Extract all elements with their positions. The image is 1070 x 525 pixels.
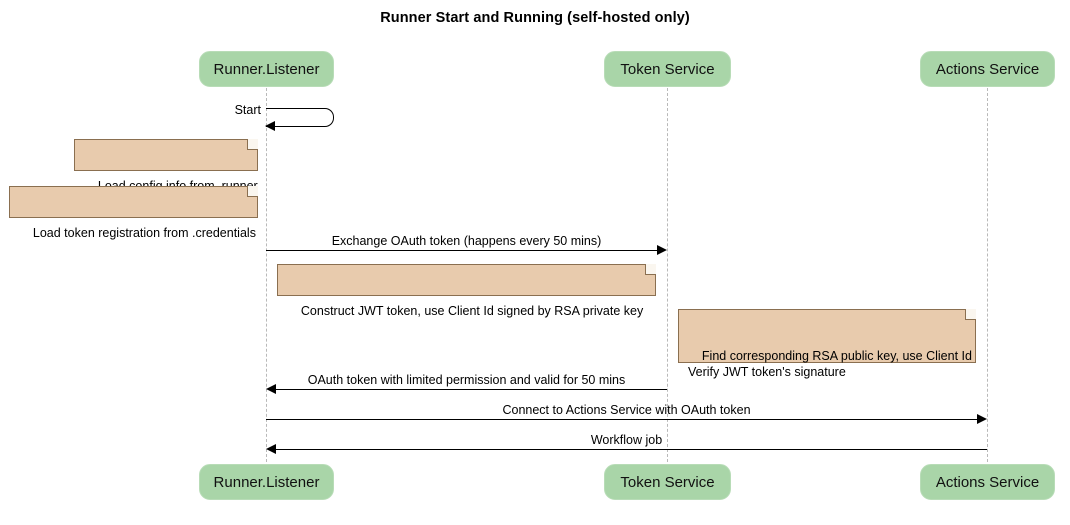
lifeline-runner	[266, 88, 267, 462]
note-verify-jwt: Find corresponding RSA public key, use C…	[678, 309, 976, 379]
message-label-connect-actions-service: Connect to Actions Service with OAuth to…	[502, 403, 751, 417]
message-arrowhead-workflow-job	[266, 444, 276, 454]
participant-label: Token Service	[620, 61, 715, 78]
message-arrowhead-connect-actions-service	[977, 414, 987, 424]
note-text: Load token registration from .credential…	[32, 226, 256, 240]
participant-token-top[interactable]: Token Service	[604, 51, 731, 87]
note-text: Construct JWT token, use Client Id signe…	[300, 304, 644, 318]
message-line-connect-actions-service	[266, 419, 977, 420]
note-fold-icon	[965, 309, 976, 320]
participant-token-bottom[interactable]: Token Service	[604, 464, 731, 500]
note-text: Find corresponding RSA public key, use C…	[688, 349, 972, 379]
diagram-title: Runner Start and Running (self-hosted on…	[380, 10, 690, 26]
message-arrowhead-start	[265, 121, 275, 131]
note-load-token-registration: Load token registration from .credential…	[9, 186, 258, 240]
message-arrowhead-exchange-oauth-token	[657, 245, 667, 255]
participant-runner-top[interactable]: Runner.Listener	[199, 51, 334, 87]
participant-label: Token Service	[620, 474, 715, 491]
message-label-workflow-job: Workflow job	[590, 433, 663, 447]
note-fold-icon	[645, 264, 656, 275]
message-label-exchange-oauth-token: Exchange OAuth token (happens every 50 m…	[331, 234, 602, 248]
participant-label: Runner.Listener	[213, 61, 320, 78]
participant-label: Runner.Listener	[213, 474, 320, 491]
message-line-workflow-job	[276, 449, 987, 450]
lifeline-actions	[987, 88, 988, 462]
participant-label: Actions Service	[935, 474, 1040, 491]
note-construct-jwt: Construct JWT token, use Client Id signe…	[277, 264, 656, 318]
message-arrowhead-oauth-token-response	[266, 384, 276, 394]
message-label-start: Start	[234, 103, 261, 117]
note-fold-icon	[247, 139, 258, 150]
message-line-oauth-token-response	[276, 389, 667, 390]
message-line-exchange-oauth-token	[266, 250, 657, 251]
note-load-config: Load config info from .runner	[74, 139, 258, 193]
participant-actions-bottom[interactable]: Actions Service	[920, 464, 1055, 500]
lifeline-token	[667, 88, 668, 462]
message-label-oauth-token-response: OAuth token with limited permission and …	[307, 373, 626, 387]
message-self-loop-start	[266, 108, 334, 127]
participant-runner-bottom[interactable]: Runner.Listener	[199, 464, 334, 500]
participant-label: Actions Service	[935, 61, 1040, 78]
participant-actions-top[interactable]: Actions Service	[920, 51, 1055, 87]
note-fold-icon	[247, 186, 258, 197]
